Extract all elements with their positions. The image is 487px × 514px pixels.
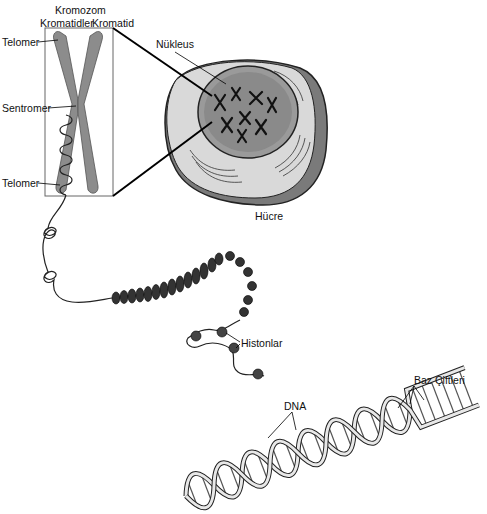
chromatid [78, 31, 103, 193]
part-label: Kromozom [55, 4, 106, 16]
leader-lines [38, 40, 424, 438]
part-label: Telomer [2, 177, 39, 189]
solenoid-beads [112, 252, 257, 317]
part-label: Telomer [2, 36, 39, 48]
nucleus-inner [204, 72, 292, 152]
part-label: Sentromer [2, 102, 51, 114]
zoom-line [113, 28, 212, 96]
nucleus [198, 66, 298, 158]
part-label: Baz Çiftleri [414, 374, 465, 386]
nuclear-chromosomes [215, 88, 276, 142]
part-label: Nükleus [156, 38, 194, 50]
chromatin-fiber [43, 115, 264, 376]
zoom-line [113, 122, 212, 196]
dna-helix [179, 368, 479, 514]
chromosome-frame [45, 28, 113, 196]
histone-beads [191, 327, 263, 379]
chromatid [53, 31, 78, 193]
part-label: DNA [284, 400, 306, 412]
cell-shadow [165, 60, 327, 205]
part-label: Histonlar [241, 337, 282, 349]
part-label: Hücre [255, 210, 283, 222]
part-label: Kromatidler [40, 17, 94, 29]
cell-body [167, 62, 315, 198]
part-label: Kromatid [92, 17, 134, 29]
